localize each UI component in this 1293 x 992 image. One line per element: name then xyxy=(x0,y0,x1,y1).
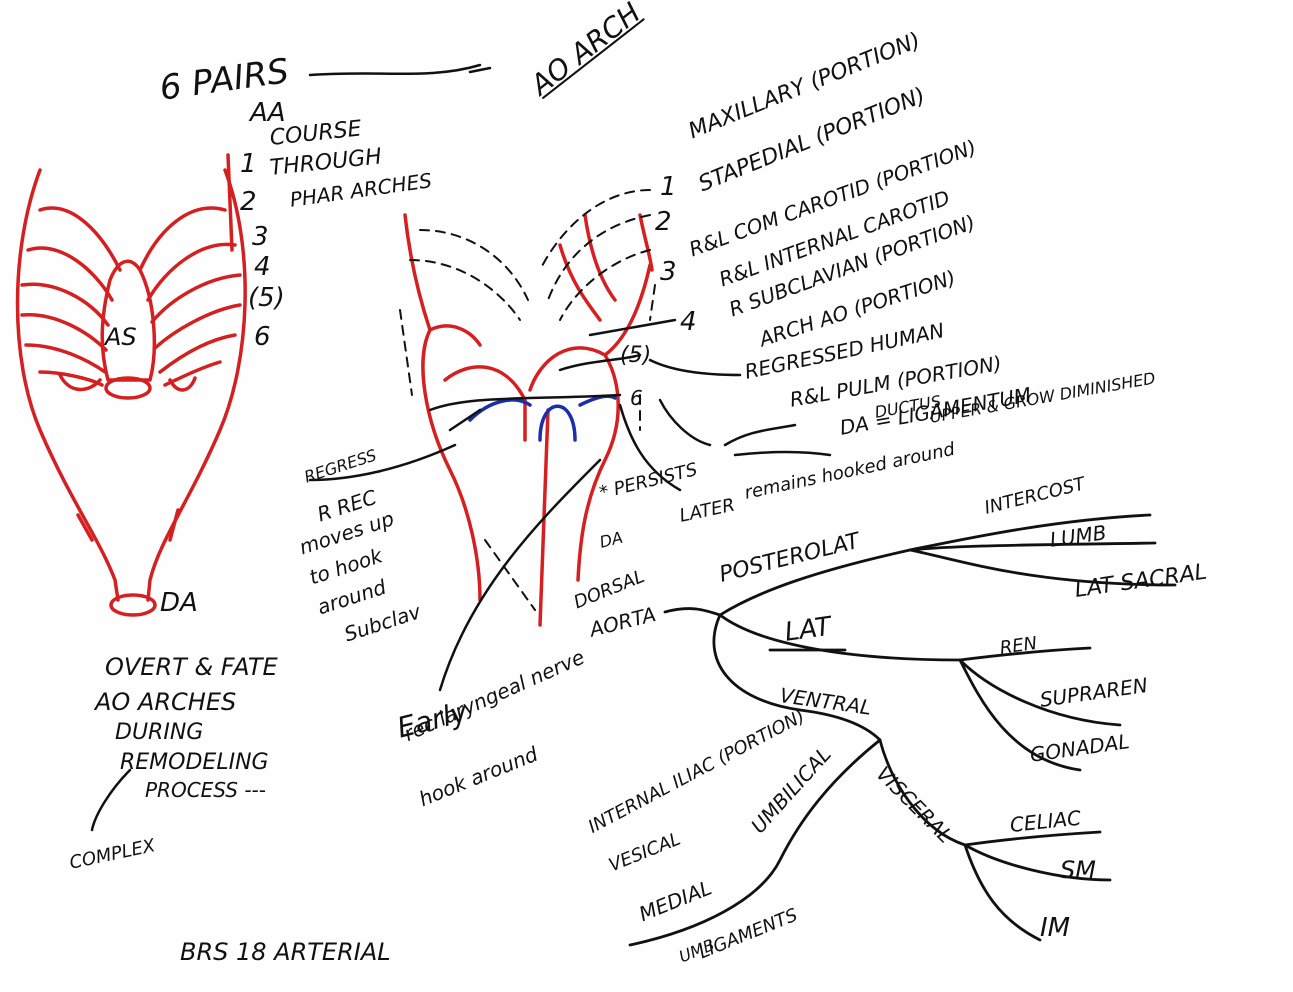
dorsal-aorta-label: DA xyxy=(160,590,198,616)
ao-num-1: 1 xyxy=(660,172,677,202)
visceral-branch-sm: SM xyxy=(1060,858,1096,882)
fate-line-3: DURING xyxy=(115,722,203,744)
ao-num-2: 2 xyxy=(655,207,672,237)
arch-number-3: 3 xyxy=(252,222,269,252)
arch-number-2: 2 xyxy=(240,187,257,217)
ao-num-5: (5) xyxy=(620,343,651,368)
fate-line-1: OVERT & FATE xyxy=(105,655,278,679)
arch-number-6: 6 xyxy=(254,322,271,352)
fate-line-4: REMODELING xyxy=(120,752,269,774)
visceral-branch-im: IM xyxy=(1040,915,1070,941)
aa-label: AA xyxy=(250,100,286,126)
ao-num-6: 6 xyxy=(630,386,643,410)
lat-branch-ren: REN xyxy=(999,635,1039,658)
footer-title: BRS 18 ARTERIAL xyxy=(180,940,391,964)
lat-label: LAT xyxy=(783,614,832,646)
ao-arch-numbers: 1 2 3 4 (5) 6 xyxy=(620,172,697,410)
embryonic-arches-diagram xyxy=(18,155,246,615)
fate-line-2: AO ARCHES xyxy=(95,690,236,714)
fate-line-5: PROCESS --- xyxy=(145,780,266,800)
arch-number-5: (5) xyxy=(248,283,285,313)
remodeling-diagram xyxy=(400,190,655,625)
ao-num-4: 4 xyxy=(680,307,697,337)
arch-number-4: 4 xyxy=(254,252,271,282)
ao-num-3: 3 xyxy=(660,257,677,287)
aortic-sac-label: AS xyxy=(103,323,137,351)
arch-number-1: 1 xyxy=(240,149,257,179)
